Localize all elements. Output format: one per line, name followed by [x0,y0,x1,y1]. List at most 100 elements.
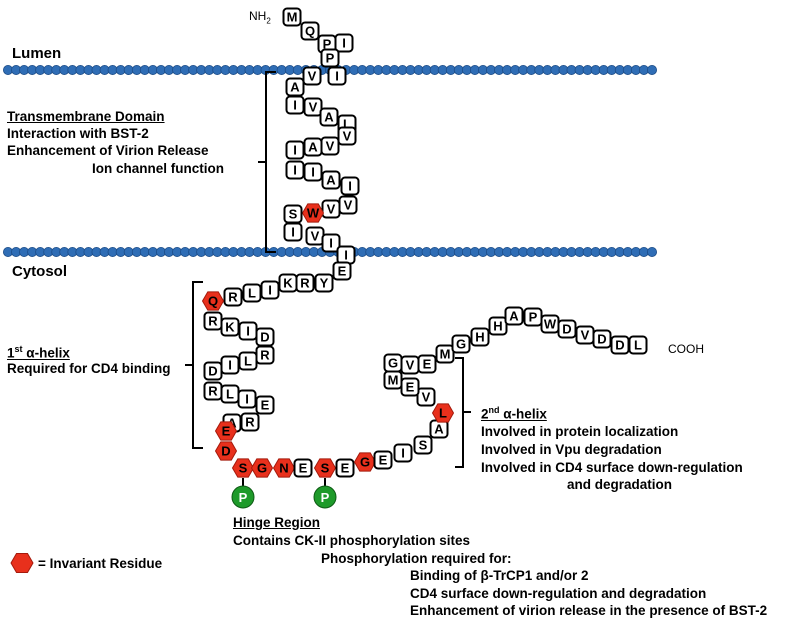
residue-letter: I [291,225,295,240]
residue-box [237,389,257,409]
transmembrane-title: Transmembrane Domain [7,109,165,124]
residue-I-25: I [283,222,303,242]
transmembrane-bracket [258,71,276,253]
residue-S-53: S [231,458,255,478]
residue-letter: W [544,317,557,332]
residue-letter: V [308,69,317,84]
residue-letter: K [283,276,293,291]
residue-G-72: G [451,334,471,354]
residue-letter: I [293,98,297,113]
residue-box [319,107,339,127]
residue-I-47: I [237,389,257,409]
residue-letter: W [307,206,320,221]
residue-letter: Q [208,294,218,309]
transmembrane-line: Ion channel function [92,161,224,176]
residue-box [321,233,341,253]
residue-D-81: D [610,335,630,355]
residue-box [335,458,355,478]
residue-letter: I [401,446,405,461]
residue-box [327,66,347,86]
invariant-legend-label: = Invariant Residue [38,556,163,571]
residue-letter: D [597,332,606,347]
residue-letter: V [344,198,353,213]
residue-H-73: H [470,327,490,347]
residue-letter: I [268,283,272,298]
residue-H-74: H [488,316,508,336]
residue-V-21: V [338,195,358,215]
residue-S-62: S [413,435,433,455]
residue-I-61: I [393,443,413,463]
residue-M-1: M [282,7,302,27]
residue-box [557,319,577,339]
residue-letter: A [324,110,334,125]
residue-letter: G [360,455,370,470]
residue-box [314,273,334,293]
residue-V-26: V [305,226,325,246]
residue-letter: R [245,415,255,430]
hinge-title: Hinge Region [233,515,320,530]
residue-letter: E [423,357,432,372]
residue-Q-2: Q [300,21,320,41]
lipid-head [647,65,658,76]
residue-E-58: E [335,458,355,478]
residue-letter: L [634,338,642,353]
residue-R-49: R [240,412,260,432]
c-terminus-label: COOH [668,342,704,356]
residue-E-56: E [293,458,313,478]
residue-letter: M [287,10,298,25]
phosphate-label: P [239,490,248,505]
helix2-line: Involved in CD4 surface down-regulation [481,460,743,475]
residue-letter: N [279,461,288,476]
residue-L-46: L [220,384,240,404]
residue-S-57: S [313,458,337,478]
residue-letter: E [379,453,388,468]
residue-L-34: L [242,283,262,303]
invariant-legend-icon [10,553,34,573]
residue-box [293,458,313,478]
residue-R-37: R [203,311,223,331]
residue-letter: E [222,424,231,439]
invariant-residue-marker [231,458,255,478]
transmembrane-line: Interaction with BST-2 [7,126,149,141]
residue-V-79: V [575,325,595,345]
residue-box [488,316,508,336]
residue-letter: I [329,236,333,251]
residue-R-45: R [203,381,223,401]
domain-brackets [185,71,471,468]
residue-letter: S [239,461,248,476]
residue-letter: P [529,310,538,325]
residue-E-60: E [373,450,393,470]
residue-letter: P [323,37,332,52]
residue-E-48: E [255,395,275,415]
residue-box [373,450,393,470]
residue-I-18: I [303,162,323,182]
residue-letter: G [456,337,466,352]
residue-L-42: L [238,351,258,371]
residue-letter: I [311,165,315,180]
residue-letter: E [341,461,350,476]
residue-letter: A [308,140,318,155]
residue-L-82: L [628,335,648,355]
residue-R-31: R [295,273,315,293]
residue-letter: L [248,286,256,301]
helix2-line: Involved in Vpu degradation [481,442,662,457]
residue-box [337,126,357,146]
residue-letter: E [338,264,347,279]
residue-L-64: L [431,403,455,423]
residue-M-67: M [383,370,403,390]
residue-box [340,176,360,196]
helix2-line: and degradation [567,477,673,492]
residue-letter: K [225,320,235,335]
residue-V-65: V [416,387,436,407]
hinge-line: Binding of β-TrCP1 and/or 2 [410,568,589,583]
residue-letter: R [208,384,218,399]
residue-D-52: D [214,441,238,461]
invariant-residue-marker [431,403,455,423]
residue-box [203,361,223,381]
residue-V-10: V [303,97,323,117]
residue-letter: Q [305,24,315,39]
residue-letter: E [406,380,415,395]
residue-letter: I [293,143,297,158]
